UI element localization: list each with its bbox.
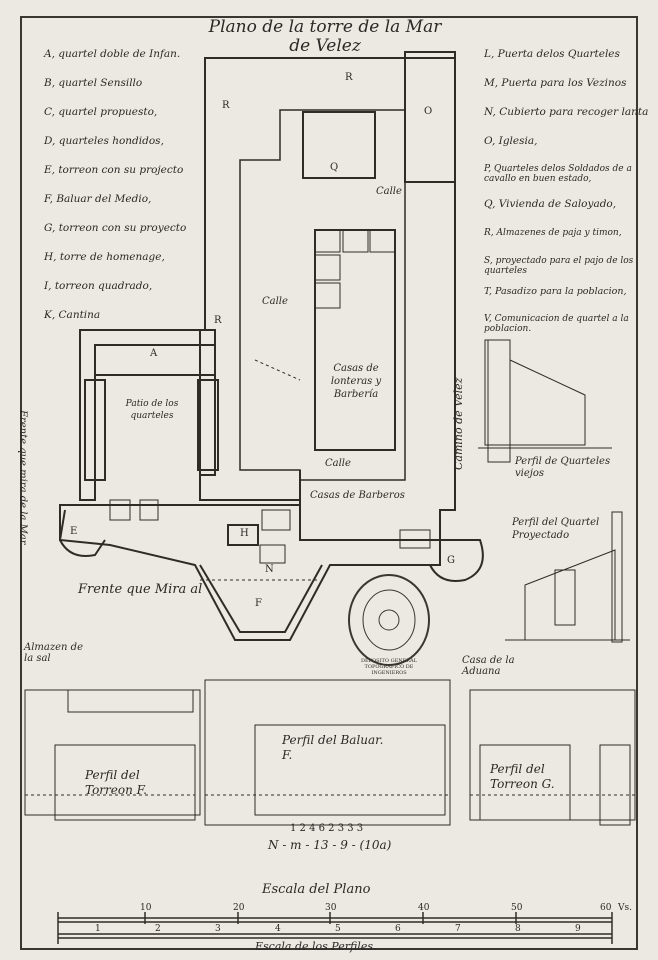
label-calle-3: Calle xyxy=(325,458,351,469)
label-frente-que-mira: Frente que Mira al xyxy=(78,582,203,597)
catalog-line-2: N - m - 13 - 9 - (10a) xyxy=(268,838,392,852)
lonteras-block xyxy=(314,229,396,451)
scale-lower-5: 5 xyxy=(335,924,341,934)
scale-lower-4: 4 xyxy=(275,924,281,934)
quartel-c xyxy=(197,379,219,471)
legend-item-p: P, Quarteles delos Soldados de a cavallo… xyxy=(484,164,632,184)
scale-lower-2: 2 xyxy=(155,924,161,934)
scale-title: Escala del Plano xyxy=(262,882,371,897)
label-perfil-torreon-f: Perfil del Torreon F. xyxy=(85,768,147,797)
legend-item-s: S, proyectado para el pajo de los quarte… xyxy=(484,256,634,276)
legend-item-r: R, Almazenes de paja y timon, xyxy=(484,228,622,238)
legend-item-i: I, torreon quadrado, xyxy=(44,280,153,292)
profile-torreon-g xyxy=(469,689,636,821)
title-line-2: de Velez xyxy=(289,36,361,56)
scale-tick-10: 10 xyxy=(140,903,152,913)
quartel-a xyxy=(94,344,216,376)
label-casas-lonteras: Casas de lonteras y Barbería xyxy=(330,363,382,400)
label-casas-barberos: Casas de Barberos xyxy=(310,490,405,501)
baluarte-f xyxy=(199,564,323,633)
catalog-line-1: 1 2 4 6 2 3 3 3 xyxy=(290,823,364,834)
scale-tick-20: 20 xyxy=(233,903,245,913)
label-patio: Patio de los quarteles xyxy=(125,399,179,421)
vivienda-block xyxy=(302,111,376,179)
label-calle-1: Calle xyxy=(376,186,402,197)
archive-stamp xyxy=(348,574,430,666)
label-aduana: Casa de la Aduana xyxy=(462,655,515,677)
scale-lower-8: 8 xyxy=(515,924,521,934)
legend-item-l: L, Puerta delos Quarteles xyxy=(484,48,620,60)
legend-item-g: G, torreon con su proyecto xyxy=(44,222,187,234)
label-frente-mar-vertical: Frente que mira de la Mar xyxy=(17,410,28,545)
legend-item-d: D, quarteles hondidos, xyxy=(44,135,164,147)
legend-item-e: E, torreon con su projecto xyxy=(44,164,184,176)
map-title: Plano de la torre de la Mar de Velez xyxy=(190,18,460,56)
scale-tick-50: 50 xyxy=(511,903,523,913)
church-block xyxy=(404,51,456,183)
inner-courtyard-outline xyxy=(239,109,406,481)
scale-tick-40: 40 xyxy=(418,903,430,913)
scale-lower-3: 3 xyxy=(215,924,221,934)
legend-item-q: Q, Vivienda de Saloyado, xyxy=(484,198,617,210)
perfil-proyectado-drawing xyxy=(524,549,616,641)
legend-item-k: K, Cantina xyxy=(44,309,101,321)
torreon-g xyxy=(429,539,484,582)
scale-tick-60: 60 xyxy=(600,903,612,913)
scale-lower-9: 9 xyxy=(575,924,581,934)
scale-lower-7: 7 xyxy=(455,924,461,934)
profile-baluarte-f xyxy=(204,679,451,826)
label-almazen: Almazen de la sal xyxy=(24,642,83,664)
map-frame xyxy=(20,16,638,950)
legend-item-h: H, torre de homenage, xyxy=(44,251,165,263)
label-perfil-viejos: Perfil de Quarteles viejos xyxy=(515,456,611,479)
legend-item-b: B, quartel Sensillo xyxy=(44,77,143,89)
legend-item-f: F, Baluar del Medio, xyxy=(44,193,152,205)
quartel-b xyxy=(84,379,106,481)
legend-item-t: T, Pasadizo para la poblacion, xyxy=(484,286,627,297)
title-line-1: Plano de la torre de la Mar xyxy=(208,17,442,37)
legend-item-c: C, quartel propuesto, xyxy=(44,106,158,118)
label-perfil-proyectado: Perfil del Quartel Proyectado xyxy=(512,517,600,541)
label-perfil-torreon-g: Perfil del Torreon G. xyxy=(490,762,555,791)
scale-lower-6: 6 xyxy=(395,924,401,934)
tower-h xyxy=(227,524,259,546)
scale-unit: Vs. xyxy=(618,903,632,913)
scale-lower-1: 1 xyxy=(95,924,101,934)
legend-item-m: M, Puerta para los Vezinos xyxy=(484,77,627,89)
legend-item-n: N, Cubierto para recoger lanta xyxy=(484,106,649,118)
perfil-viejos-drawing xyxy=(484,339,586,446)
legend-item-o: O, Iglesia, xyxy=(484,135,538,147)
legend-item-a: A, quartel doble de Infan. xyxy=(44,48,181,60)
stamp-text: DEPOSITO GENERAL TOPOGRAFICO DE INGENIER… xyxy=(361,658,417,676)
scale-tick-30: 30 xyxy=(325,903,337,913)
legend-item-v: V, Comunicacion de quartel a la poblacio… xyxy=(484,314,629,334)
scale-caption: Escala de los Perfiles. xyxy=(255,940,377,953)
label-camino-velez: Camino de Velez xyxy=(452,377,465,470)
label-calle-2: Calle xyxy=(262,296,288,307)
label-perfil-baluarte-f: Perfil del Baluar. F. xyxy=(282,733,384,762)
torreon-e xyxy=(58,509,106,557)
